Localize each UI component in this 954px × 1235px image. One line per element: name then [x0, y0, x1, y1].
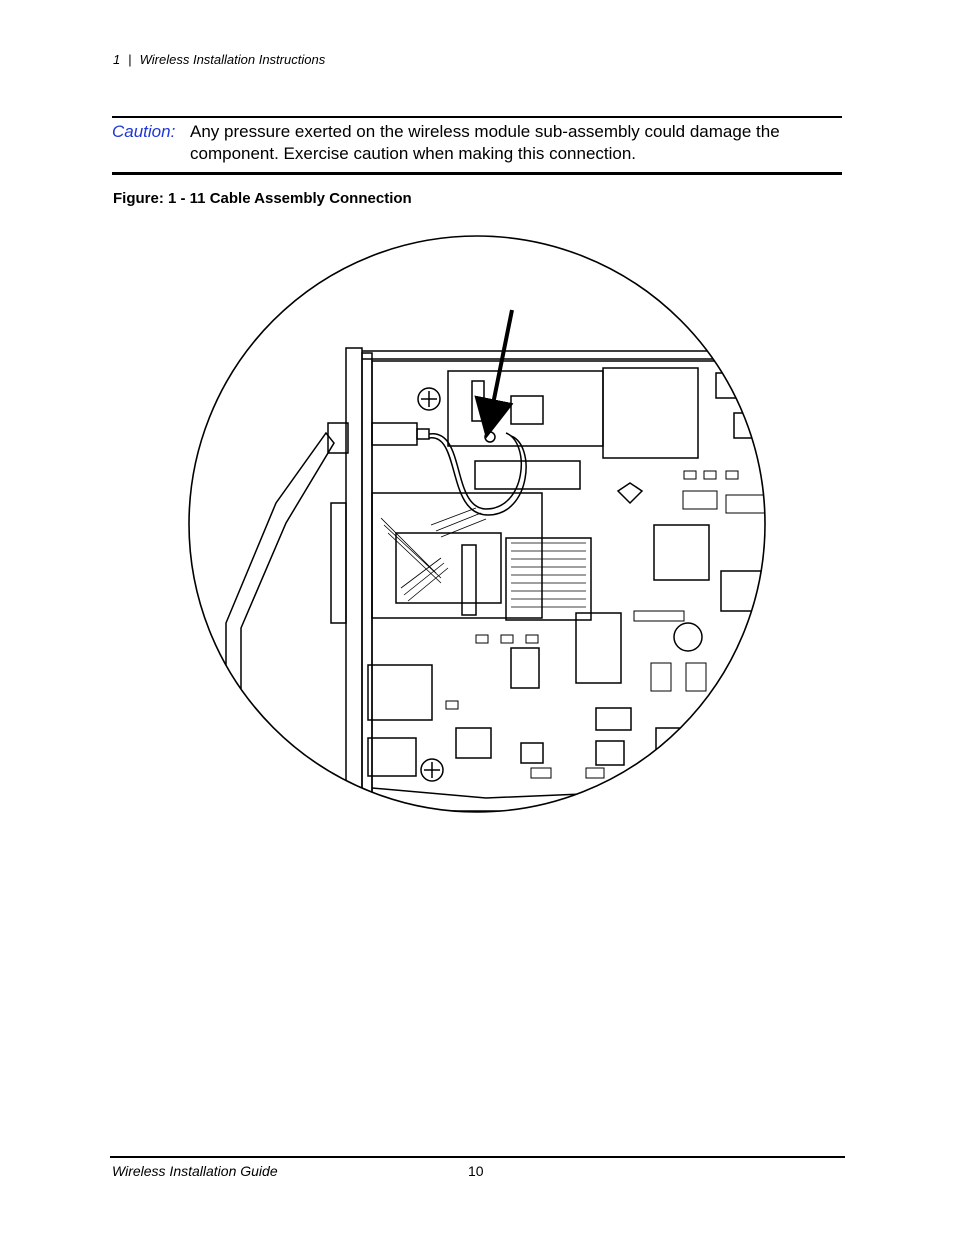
running-header: 1 | Wireless Installation Instructions [113, 52, 325, 67]
caution-text: Any pressure exerted on the wireless mod… [190, 122, 780, 163]
footer-rule [110, 1156, 845, 1158]
cable-assembly-figure [186, 233, 768, 815]
footer-guide-title: Wireless Installation Guide [112, 1163, 278, 1179]
caution-label: Caution: [112, 122, 176, 141]
figure-caption: Figure: 1 - 11 Cable Assembly Connection [113, 190, 412, 207]
circuit-board-illustration [188, 235, 766, 813]
caution-note: Caution: Any pressure exerted on the wir… [112, 116, 842, 175]
header-title: Wireless Installation Instructions [139, 52, 326, 67]
header-separator: | [128, 52, 132, 67]
footer-page-number: 10 [468, 1163, 484, 1179]
chapter-number: 1 [113, 52, 121, 67]
